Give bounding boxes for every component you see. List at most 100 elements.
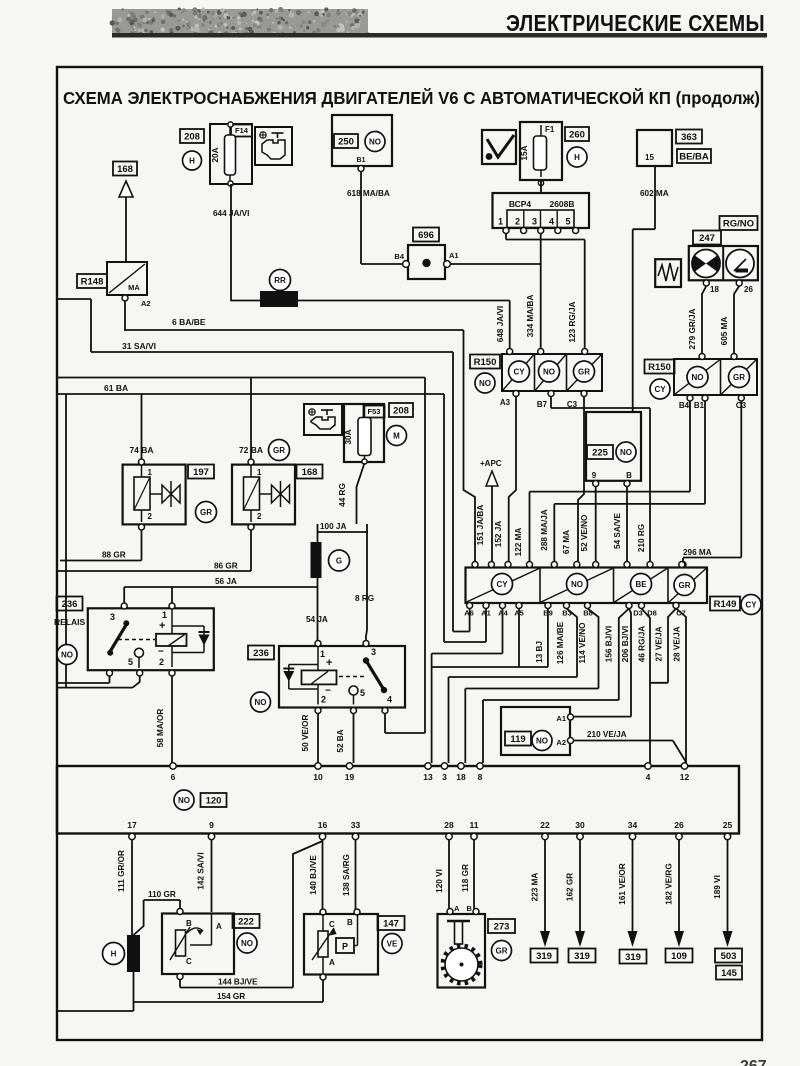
svg-text:2: 2 bbox=[321, 695, 326, 705]
svg-text:GR: GR bbox=[200, 508, 212, 517]
svg-text:210 VE/JA: 210 VE/JA bbox=[587, 730, 627, 739]
svg-text:1: 1 bbox=[498, 217, 503, 227]
svg-text:2: 2 bbox=[148, 512, 153, 521]
svg-text:P: P bbox=[342, 942, 348, 952]
svg-text:GR: GR bbox=[679, 581, 691, 590]
svg-text:208: 208 bbox=[184, 131, 200, 142]
svg-text:111 GR/OR: 111 GR/OR bbox=[117, 850, 126, 892]
svg-text:16: 16 bbox=[318, 820, 328, 830]
svg-text:C: C bbox=[186, 957, 192, 966]
svg-text:144 BJ/VE: 144 BJ/VE bbox=[218, 978, 258, 987]
svg-text:17: 17 bbox=[127, 820, 137, 830]
svg-text:288 MA/JA: 288 MA/JA bbox=[540, 509, 549, 550]
svg-text:B: B bbox=[347, 918, 353, 927]
svg-text:ВСР4: ВСР4 bbox=[509, 199, 532, 209]
svg-text:NO: NO bbox=[369, 137, 381, 146]
svg-text:168: 168 bbox=[302, 467, 318, 478]
svg-text:CY: CY bbox=[513, 367, 525, 376]
svg-text:13: 13 bbox=[423, 772, 433, 782]
svg-text:6 BA/BE: 6 BA/BE bbox=[172, 317, 206, 327]
svg-text:VE: VE bbox=[387, 939, 398, 948]
svg-text:138 SA/RG: 138 SA/RG bbox=[342, 854, 351, 896]
svg-text:319: 319 bbox=[536, 951, 552, 962]
svg-text:22: 22 bbox=[540, 820, 550, 830]
svg-text:−: − bbox=[325, 686, 331, 697]
svg-text:5: 5 bbox=[128, 657, 133, 667]
svg-text:R149: R149 bbox=[714, 599, 737, 610]
svg-text:A2: A2 bbox=[556, 738, 566, 747]
svg-text:54 SA/VE: 54 SA/VE bbox=[613, 512, 622, 548]
svg-text:114 VE/NO: 114 VE/NO bbox=[578, 622, 587, 664]
svg-text:A4: A4 bbox=[498, 609, 508, 618]
svg-text:GR: GR bbox=[496, 946, 508, 955]
svg-text:F53: F53 bbox=[368, 407, 381, 416]
svg-text:10: 10 bbox=[313, 772, 323, 782]
svg-text:BE: BE bbox=[635, 580, 647, 589]
svg-text:334 MA/BA: 334 MA/BA bbox=[526, 295, 535, 338]
svg-text:3: 3 bbox=[110, 612, 115, 622]
svg-text:CY: CY bbox=[496, 580, 508, 589]
svg-text:GR: GR bbox=[733, 373, 745, 382]
svg-text:61 BA: 61 BA bbox=[104, 383, 128, 393]
svg-text:28 VE/JA: 28 VE/JA bbox=[673, 626, 682, 661]
svg-text:+: + bbox=[159, 620, 165, 632]
svg-text:267: 267 bbox=[740, 1058, 767, 1066]
svg-text:86 GR: 86 GR bbox=[214, 562, 238, 571]
svg-text:15: 15 bbox=[645, 153, 654, 162]
svg-text:2: 2 bbox=[159, 657, 164, 667]
svg-text:208: 208 bbox=[393, 405, 409, 416]
svg-text:696: 696 bbox=[418, 230, 434, 241]
svg-text:120 VI: 120 VI bbox=[435, 869, 444, 893]
svg-text:9: 9 bbox=[592, 471, 597, 480]
svg-text:RELAIS: RELAIS bbox=[54, 617, 86, 627]
svg-text:56 JA: 56 JA bbox=[215, 577, 237, 586]
svg-text:8 RG: 8 RG bbox=[355, 594, 374, 603]
svg-text:30: 30 bbox=[575, 820, 585, 830]
svg-text:52 VE/NO: 52 VE/NO bbox=[580, 514, 589, 551]
svg-text:4: 4 bbox=[549, 217, 554, 227]
svg-text:3: 3 bbox=[532, 217, 537, 227]
svg-text:25: 25 bbox=[723, 820, 733, 830]
svg-text:B3: B3 bbox=[562, 609, 572, 618]
svg-text:222: 222 bbox=[238, 916, 254, 927]
svg-text:B: B bbox=[467, 904, 473, 913]
svg-text:602 MA: 602 MA bbox=[640, 189, 669, 198]
svg-text:5: 5 bbox=[565, 217, 570, 227]
svg-text:273: 273 bbox=[494, 921, 510, 932]
svg-text:D8: D8 bbox=[647, 609, 657, 618]
svg-text:B1: B1 bbox=[357, 157, 366, 164]
svg-text:44 RG: 44 RG bbox=[338, 483, 347, 507]
svg-text:618 MA/BA: 618 MA/BA bbox=[347, 189, 390, 198]
svg-text:F14: F14 bbox=[235, 126, 249, 135]
svg-text:B8: B8 bbox=[583, 609, 593, 618]
svg-text:RG/NO: RG/NO bbox=[723, 218, 754, 229]
svg-text:27 VE/JA: 27 VE/JA bbox=[655, 626, 664, 661]
svg-text:206 BJ/VI: 206 BJ/VI bbox=[621, 626, 630, 662]
svg-text:ЭЛЕКТРИЧЕСКИЕ СХЕМЫ: ЭЛЕКТРИЧЕСКИЕ СХЕМЫ bbox=[506, 10, 765, 36]
svg-text:H: H bbox=[111, 949, 117, 958]
svg-text:109: 109 bbox=[671, 951, 687, 962]
svg-text:11: 11 bbox=[470, 820, 479, 830]
svg-text:319: 319 bbox=[574, 951, 590, 962]
svg-text:3: 3 bbox=[442, 772, 447, 782]
svg-text:182 VE/RG: 182 VE/RG bbox=[665, 863, 674, 904]
svg-text:B1: B1 bbox=[694, 401, 705, 410]
svg-text:50 VE/OR: 50 VE/OR bbox=[301, 714, 310, 751]
svg-text:20A: 20A bbox=[211, 147, 220, 162]
svg-text:NO: NO bbox=[536, 736, 548, 745]
svg-text:168: 168 bbox=[117, 164, 133, 175]
svg-text:161 VE/OR: 161 VE/OR bbox=[618, 863, 627, 905]
svg-text:319: 319 bbox=[625, 952, 641, 963]
svg-text:NO: NO bbox=[620, 448, 632, 457]
svg-text:H: H bbox=[574, 153, 580, 162]
svg-text:GR: GR bbox=[273, 446, 285, 455]
svg-text:+: + bbox=[326, 657, 332, 669]
svg-text:9: 9 bbox=[209, 820, 214, 830]
svg-text:RR: RR bbox=[274, 276, 286, 285]
svg-text:52 BA: 52 BA bbox=[336, 729, 345, 752]
svg-text:3: 3 bbox=[371, 647, 376, 657]
svg-text:A3: A3 bbox=[500, 398, 511, 407]
svg-text:236: 236 bbox=[62, 599, 78, 610]
svg-text:В: В bbox=[626, 471, 632, 480]
svg-text:4: 4 bbox=[646, 772, 651, 782]
